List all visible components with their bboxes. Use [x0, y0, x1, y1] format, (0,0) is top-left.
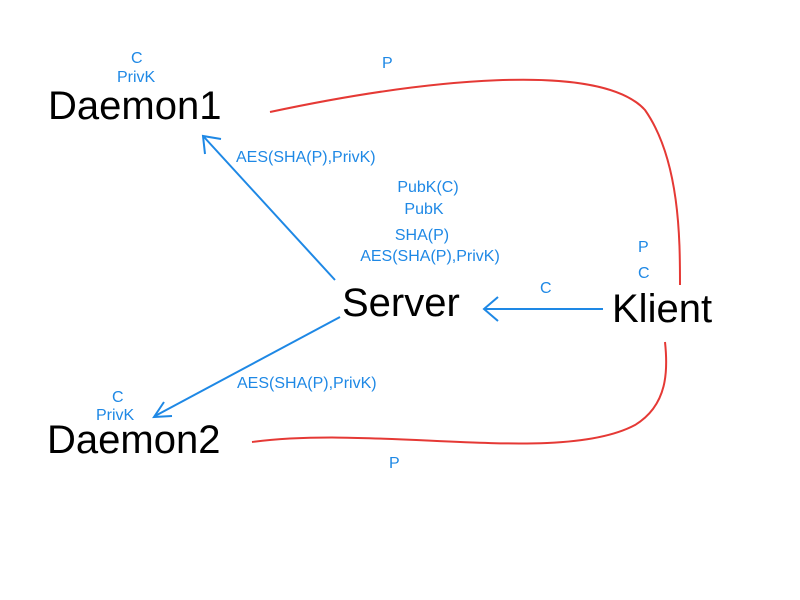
server-daemon1-arrow-label: AES(SHA(P),PrivK)	[236, 149, 376, 166]
daemon2-privk-label: PrivK	[96, 407, 135, 424]
daemon2-node: Daemon2	[47, 418, 221, 462]
klient-daemon2-curve	[251, 341, 668, 445]
top-p-label: P	[382, 55, 393, 72]
daemon1-c-label: C	[131, 50, 143, 67]
server-node: Server	[342, 281, 460, 325]
daemon1-privk-label: PrivK	[117, 69, 156, 86]
server-sha-label: SHA(P)	[394, 227, 450, 244]
daemon2-c-label: C	[112, 389, 124, 406]
server-aes-label: AES(SHA(P),PrivK)	[360, 248, 500, 265]
server-daemon2-arrow	[152, 316, 341, 419]
klient-c-label: C	[638, 265, 650, 282]
server-pubk-c-label: PubK(C)	[397, 179, 459, 196]
klient-node: Klient	[612, 287, 713, 331]
daemon1-node: Daemon1	[48, 84, 222, 128]
klient-p-label: P	[638, 239, 649, 256]
klient-server-arrow	[482, 296, 603, 322]
server-daemon2-arrow-label: AES(SHA(P),PrivK)	[237, 375, 377, 392]
bottom-p-label: P	[389, 455, 400, 472]
server-daemon1-arrow	[201, 134, 336, 281]
klient-server-arrow-label: C	[540, 280, 552, 297]
server-pubk-label: PubK	[404, 201, 444, 218]
daemon1-klient-curve	[269, 78, 681, 286]
